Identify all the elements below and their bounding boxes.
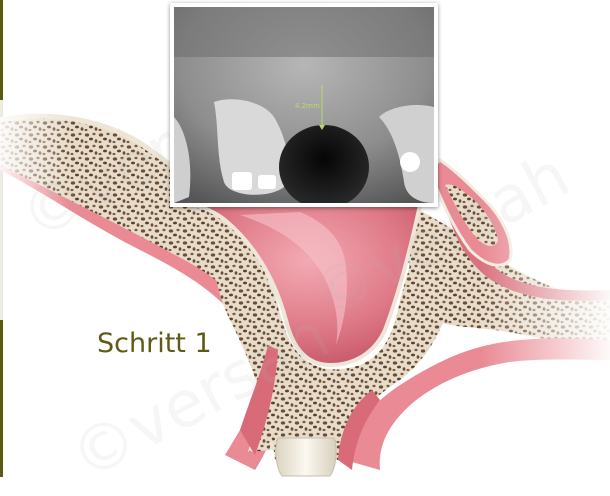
dental-illustration: ©versah ©versah ©versah — [0, 0, 610, 477]
step-label: Schritt 1 — [97, 328, 212, 359]
tooth-crown — [276, 438, 336, 476]
xray-inset: 4.2mm — [170, 3, 438, 207]
measurement-label: 4.2mm — [295, 102, 320, 110]
